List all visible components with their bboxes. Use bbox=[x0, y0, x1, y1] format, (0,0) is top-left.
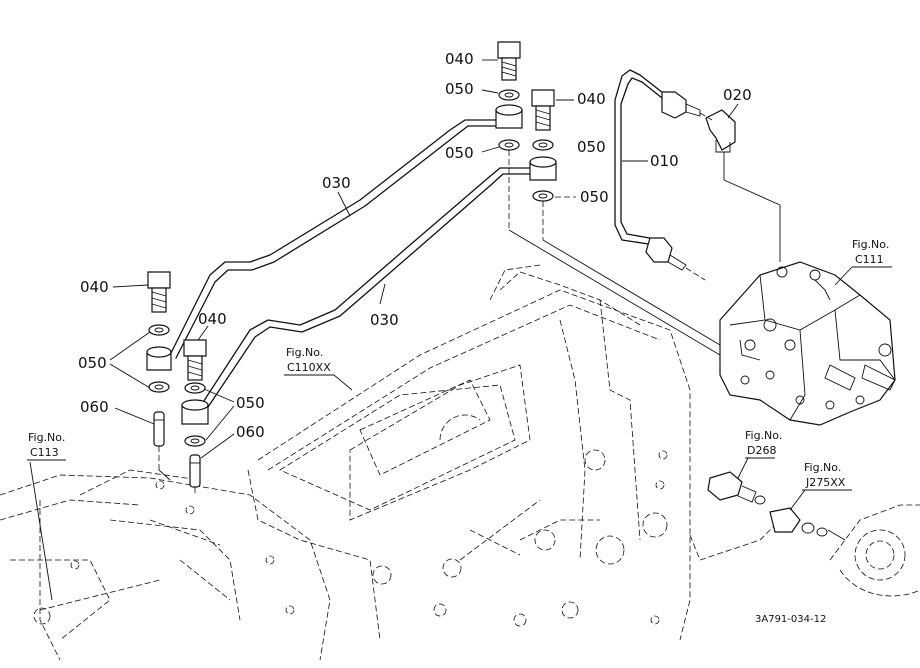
callout-050-left: 050 bbox=[78, 354, 107, 372]
callout-050-lower-right: 050 bbox=[580, 188, 609, 206]
callout-040-left: 040 bbox=[80, 278, 109, 296]
fitting-j275xx bbox=[689, 507, 846, 561]
callout-040-mid: 040 bbox=[577, 90, 606, 108]
drawing-code: 3A791-034-12 bbox=[755, 614, 826, 625]
callout-050-top: 050 bbox=[445, 80, 474, 98]
figref-d268-label: Fig.No. bbox=[745, 429, 782, 442]
callout-060-left: 060 bbox=[80, 398, 109, 416]
callout-050-mid-left: 050 bbox=[445, 144, 474, 162]
control-valve-block bbox=[719, 261, 896, 426]
figref-c111-code: C111 bbox=[855, 253, 884, 266]
transmission-case bbox=[247, 264, 691, 641]
figref-d268-code: D268 bbox=[747, 444, 776, 457]
figure-references: Fig.No. C111 Fig.No. C110XX Fig.No. C113… bbox=[27, 238, 892, 601]
part-callouts: 040 050 040 050 050 050 020 010 030 030 … bbox=[78, 50, 752, 459]
right-housing bbox=[829, 504, 920, 597]
figref-c110xx-code: C110XX bbox=[287, 361, 331, 374]
callout-020: 020 bbox=[723, 86, 752, 104]
pipe-030-lower bbox=[197, 167, 539, 414]
banjo-group-left bbox=[146, 271, 172, 481]
figref-c113-label: Fig.No. bbox=[28, 431, 65, 444]
callout-030-lower: 030 bbox=[370, 311, 399, 329]
callout-060-left-2: 060 bbox=[236, 423, 265, 441]
callout-050-left-2: 050 bbox=[236, 394, 265, 412]
callout-040-top: 040 bbox=[445, 50, 474, 68]
pipe-030-upper bbox=[169, 119, 501, 359]
banjo-group-left-2 bbox=[181, 339, 209, 495]
banjo-group-upper bbox=[495, 41, 721, 356]
elbow-fitting-020 bbox=[699, 109, 781, 262]
callout-010: 010 bbox=[650, 152, 679, 170]
banjo-group-middle bbox=[529, 89, 721, 346]
figref-c113-code: C113 bbox=[30, 446, 59, 459]
callout-040-left-2: 040 bbox=[198, 310, 227, 328]
figref-c110xx-label: Fig.No. bbox=[286, 346, 323, 359]
left-housing bbox=[0, 469, 331, 661]
figref-j275xx-label: Fig.No. bbox=[804, 461, 841, 474]
callout-030-upper: 030 bbox=[322, 174, 351, 192]
pipe-010 bbox=[614, 69, 706, 281]
fitting-d268 bbox=[707, 471, 766, 505]
figref-j275xx-code: J275XX bbox=[805, 476, 846, 489]
figref-c111-label: Fig.No. bbox=[852, 238, 889, 251]
callout-050-mid-right: 050 bbox=[577, 138, 606, 156]
